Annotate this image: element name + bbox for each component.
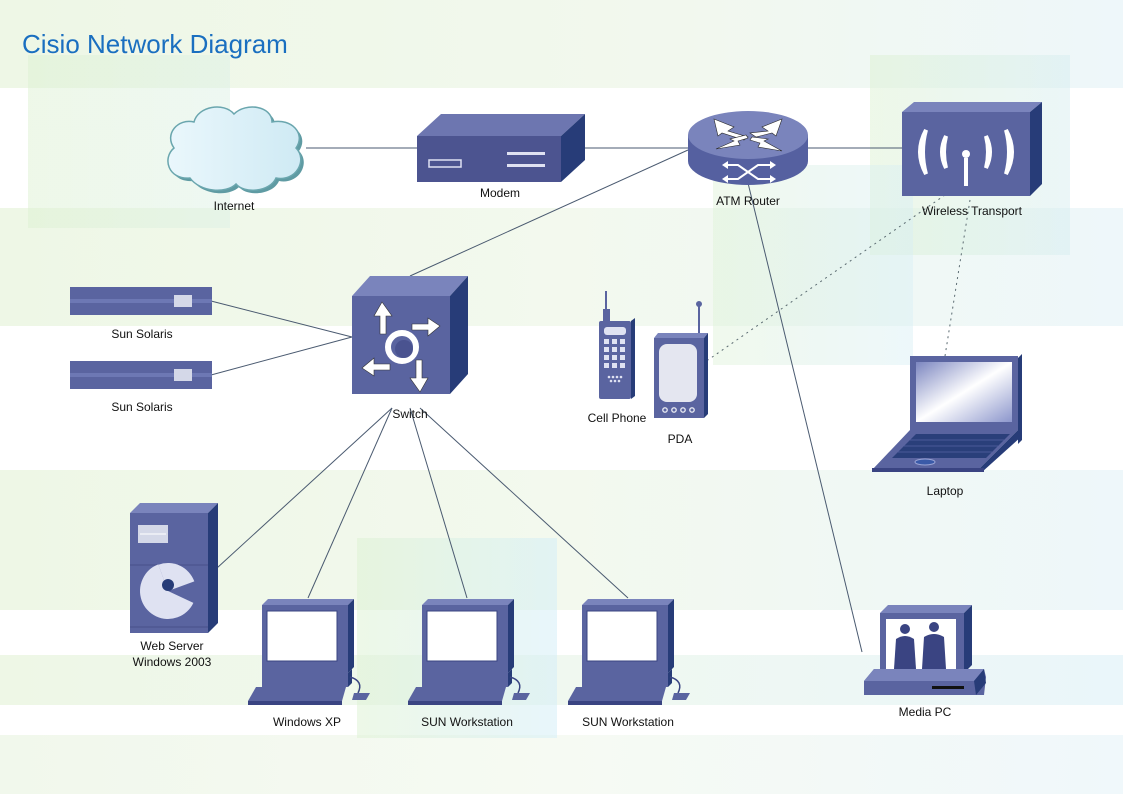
label-modem: Modem xyxy=(479,186,520,200)
node-windows-xp[interactable] xyxy=(246,597,374,712)
tower-server-icon xyxy=(130,503,218,633)
label-web-server-line2: Windows 2003 xyxy=(132,655,212,669)
cell-phone-icon xyxy=(599,291,635,399)
laptop-icon xyxy=(872,354,1022,472)
label-sun-workstation-2: SUN Workstation xyxy=(582,715,674,729)
link-switch-sunws2[interactable] xyxy=(419,407,629,599)
node-cell-phone[interactable] xyxy=(597,291,637,406)
modem-icon xyxy=(417,114,585,182)
label-web-server: Web Server Windows 2003 xyxy=(120,638,224,670)
link-solaris1-switch[interactable] xyxy=(210,300,353,338)
router-icon xyxy=(688,111,808,185)
link-wireless-pda[interactable] xyxy=(707,194,946,361)
cloud-icon xyxy=(167,106,304,194)
node-laptop[interactable] xyxy=(870,354,1022,479)
node-web-server[interactable] xyxy=(128,503,220,640)
link-switch-sunws1[interactable] xyxy=(409,407,468,599)
label-sun-workstation-1: SUN Workstation xyxy=(421,715,513,729)
label-pda: PDA xyxy=(667,432,693,446)
node-pda[interactable] xyxy=(652,300,712,427)
media-pc-icon xyxy=(864,605,986,695)
label-web-server-line1: Web Server xyxy=(140,639,204,653)
people-silhouette-icon xyxy=(894,622,946,669)
node-internet[interactable] xyxy=(160,100,310,200)
link-switch-winxp[interactable] xyxy=(307,407,393,599)
label-internet: Internet xyxy=(213,199,255,213)
node-wireless-transport[interactable] xyxy=(900,100,1044,203)
link-router-mediapc[interactable] xyxy=(747,182,863,653)
label-sun-solaris-2: Sun Solaris xyxy=(111,400,173,414)
link-solaris2-switch[interactable] xyxy=(210,336,353,376)
wireless-icon xyxy=(902,102,1042,196)
node-modem[interactable] xyxy=(415,112,587,189)
link-wireless-laptop[interactable] xyxy=(944,199,971,357)
link-switch-webserver[interactable] xyxy=(216,407,393,569)
node-sun-workstation-1[interactable] xyxy=(406,597,534,712)
workstation-icon xyxy=(248,599,370,705)
label-cell-phone: Cell Phone xyxy=(587,411,647,425)
node-switch[interactable] xyxy=(350,274,472,403)
link-router-switch[interactable] xyxy=(409,149,689,277)
node-atm-router[interactable] xyxy=(686,105,810,194)
node-sun-solaris-2[interactable] xyxy=(70,361,212,396)
workstation-icon xyxy=(408,599,530,705)
label-laptop: Laptop xyxy=(926,484,964,498)
node-media-pc[interactable] xyxy=(862,603,990,704)
workstation-icon xyxy=(568,599,690,705)
label-atm-router: ATM Router xyxy=(716,194,780,208)
label-wireless-transport: Wireless Transport xyxy=(921,204,1023,218)
server-rack-icon xyxy=(70,361,212,389)
switch-icon xyxy=(352,276,468,394)
label-windows-xp: Windows XP xyxy=(272,715,342,729)
node-sun-workstation-2[interactable] xyxy=(566,597,694,712)
label-media-pc: Media PC xyxy=(898,705,952,719)
label-switch: Switch xyxy=(392,407,428,421)
label-sun-solaris-1: Sun Solaris xyxy=(111,327,173,341)
node-sun-solaris-1[interactable] xyxy=(70,287,212,322)
pda-icon xyxy=(654,301,708,418)
diagram-title: Cisio Network Diagram xyxy=(22,29,288,59)
server-rack-icon xyxy=(70,287,212,315)
